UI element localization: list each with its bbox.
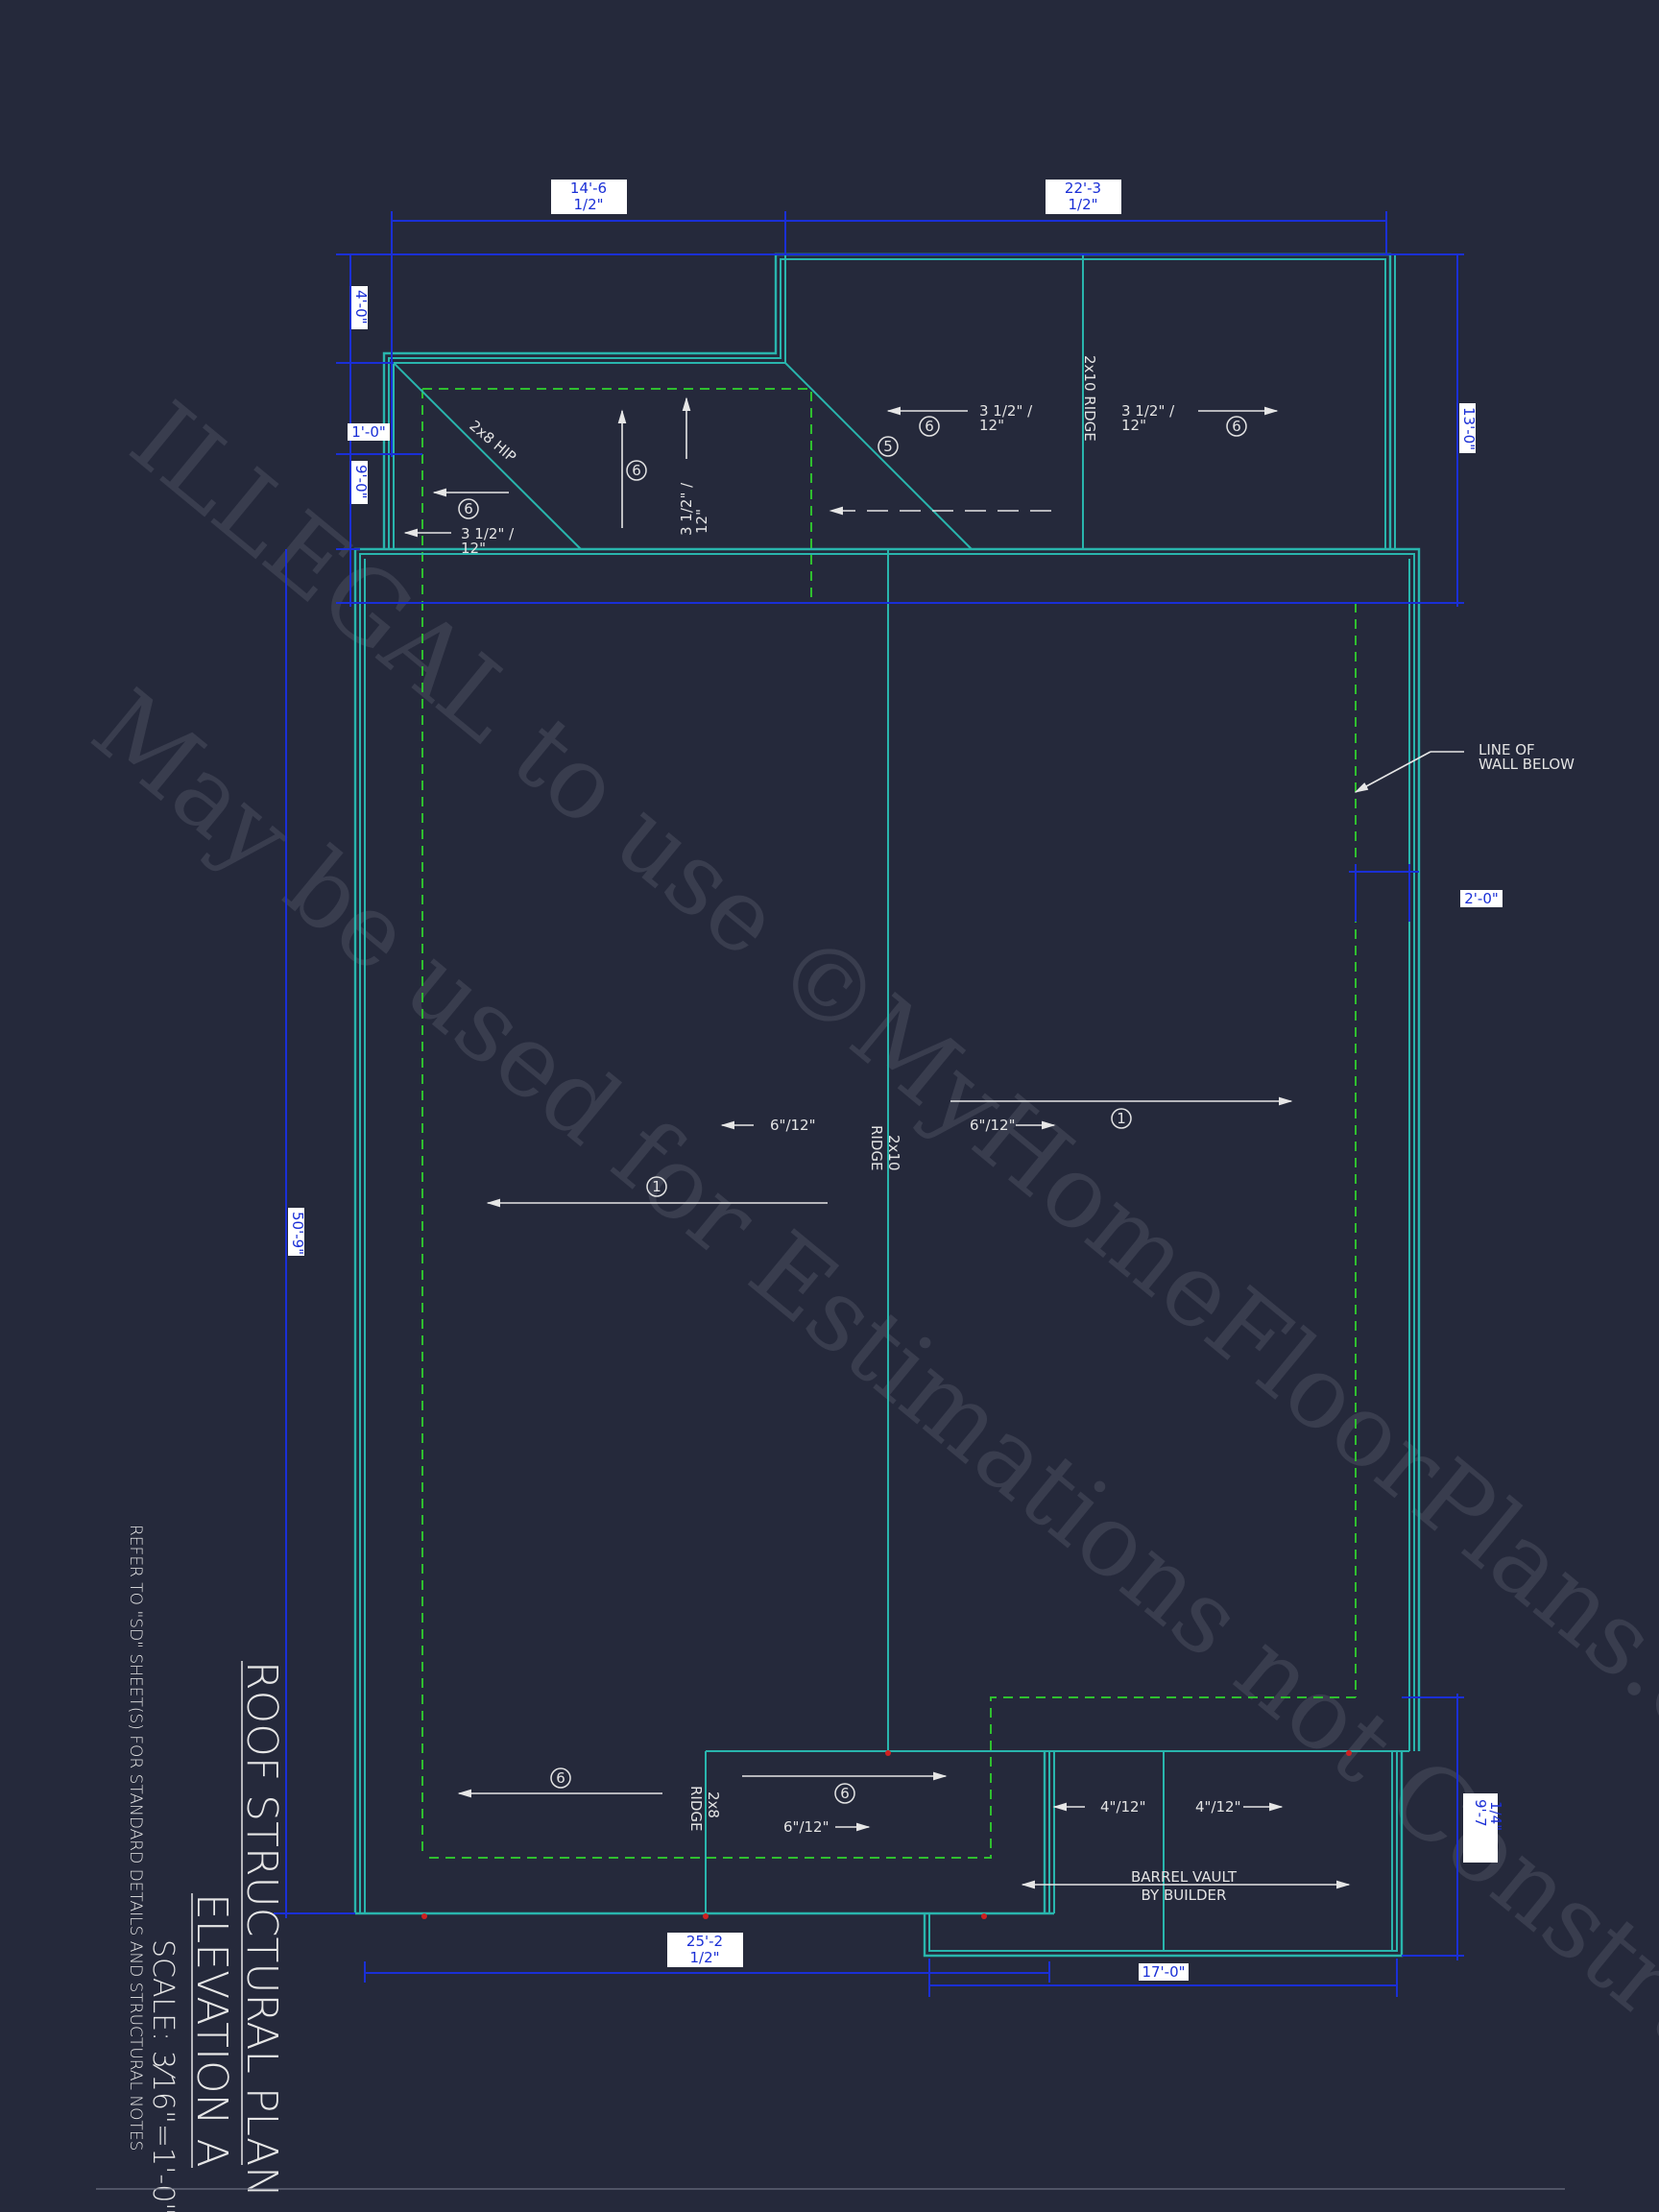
dim-top-left-a: 14'-6 — [570, 180, 607, 197]
drawing-title: ROOF STRUCTURAL PLAN — [237, 1661, 286, 2198]
dim-left-4: 4'-0" — [352, 290, 370, 325]
pitch-label: 3 1/2" / — [678, 482, 695, 536]
dim-right-2: 2'-0" — [1464, 890, 1499, 907]
pitch-label: 3 1/2" / — [1121, 402, 1175, 420]
dim-top-right-b: 1/2" — [1068, 196, 1097, 213]
ridge-label-top: 2x10 RIDGE — [1081, 355, 1098, 442]
pitch-label: 3 1/2" / — [979, 402, 1033, 420]
dim-right-13: 13'-0" — [1460, 407, 1478, 450]
dim-right-9-a: 9'-7 — [1472, 1799, 1489, 1827]
pitch-label: 4"/12" — [1195, 1798, 1240, 1815]
pitch-label: 6"/12" — [783, 1818, 829, 1836]
ridge-label-2x8-b: RIDGE — [687, 1786, 705, 1832]
ridge-label-center-a: 2x10 — [885, 1135, 902, 1171]
hip-label: 2x8 HIP — [466, 417, 519, 466]
dimension-tags: 14'-6 1/2" 22'-3 1/2" 4'-0" 1'-0" 9'-0" … — [288, 180, 1504, 1981]
dim-bottom-25-a: 25'-2 — [686, 1933, 723, 1950]
ridge-label-center-b: RIDGE — [868, 1125, 885, 1171]
tag-6-circle — [834, 1783, 855, 1804]
line-of-wall-label-b: WALL BELOW — [1479, 756, 1575, 773]
line-of-wall-label-a: LINE OF — [1479, 741, 1535, 758]
dim-right-9-b: 1/4" — [1487, 1801, 1504, 1831]
dim-left-1: 1'-0" — [351, 423, 386, 441]
barrel-vault-label-a: BARREL VAULT — [1131, 1868, 1238, 1886]
pitch-label: 6"/12" — [770, 1117, 815, 1134]
tag-1-text: 1 — [652, 1178, 661, 1195]
ridge-label-2x8-a: 2x8 — [705, 1791, 722, 1818]
pitch-label: 4"/12" — [1100, 1798, 1145, 1815]
tag-5-circle — [878, 436, 899, 457]
tag-6-circle — [626, 460, 647, 481]
watermark: ILLEGAL to use ©MyHomeFloorPlans.com May… — [71, 379, 1659, 2212]
annotations: 2x8 HIP 2x10 RIDGE 2x10 RIDGE 2x8 RIDGE … — [461, 355, 1575, 1904]
dim-bottom-17: 17'-0" — [1142, 1963, 1185, 1981]
tag-6-text: 6 — [925, 418, 934, 435]
pitch-arrows — [403, 397, 1464, 1889]
tag-6-circle — [458, 498, 479, 519]
tag-6-text: 6 — [840, 1785, 850, 1802]
tag-6-text: 6 — [632, 462, 641, 479]
title-block: ROOF STRUCTURAL PLAN ELEVATION A SCALE: … — [126, 1525, 286, 2212]
drawing-note: REFER TO "SD" SHEET(S) FOR STANDARD DETA… — [126, 1525, 145, 2151]
roof-outline — [353, 252, 1421, 1958]
tag-6-text: 6 — [556, 1769, 565, 1787]
dim-bottom-25-b: 1/2" — [689, 1949, 719, 1966]
tag-6-text: 6 — [464, 500, 473, 517]
drawing-subtitle: ELEVATION A — [187, 1893, 236, 2168]
watermark-line-1: ILLEGAL to use ©MyHomeFloorPlans.com — [109, 379, 1659, 1855]
dim-left-9: 9'-0" — [352, 465, 370, 499]
dim-left-total: 50'-9" — [289, 1212, 306, 1255]
tag-5-text: 5 — [883, 438, 893, 455]
tag-6-circle — [550, 1767, 571, 1789]
dim-top-right-a: 22'-3 — [1065, 180, 1101, 197]
pitch-label: 12" — [1121, 417, 1146, 434]
pitch-label: 12" — [979, 417, 1004, 434]
dimension-lines — [274, 211, 1464, 1997]
pitch-label: 6"/12" — [970, 1117, 1015, 1134]
dim-top-left-b: 1/2" — [573, 196, 603, 213]
pitch-label: 12" — [693, 509, 710, 534]
tag-6-circle — [1226, 416, 1247, 437]
rafter-tags: 6 6 6 5 6 1 1 6 6 — [458, 416, 1247, 1804]
drawing-scale: SCALE: 3⁄16"=1'-0" — [146, 1939, 180, 2212]
pitch-label: 3 1/2" / — [461, 525, 515, 542]
tag-1-circle — [1111, 1108, 1132, 1129]
tag-1-text: 1 — [1117, 1110, 1126, 1127]
tag-6-text: 6 — [1232, 418, 1241, 435]
tag-6-circle — [919, 416, 940, 437]
red-markers — [421, 1750, 1352, 1919]
barrel-vault-label-b: BY BUILDER — [1142, 1887, 1227, 1904]
pitch-label: 12" — [461, 540, 486, 557]
tag-1-circle — [646, 1176, 667, 1197]
